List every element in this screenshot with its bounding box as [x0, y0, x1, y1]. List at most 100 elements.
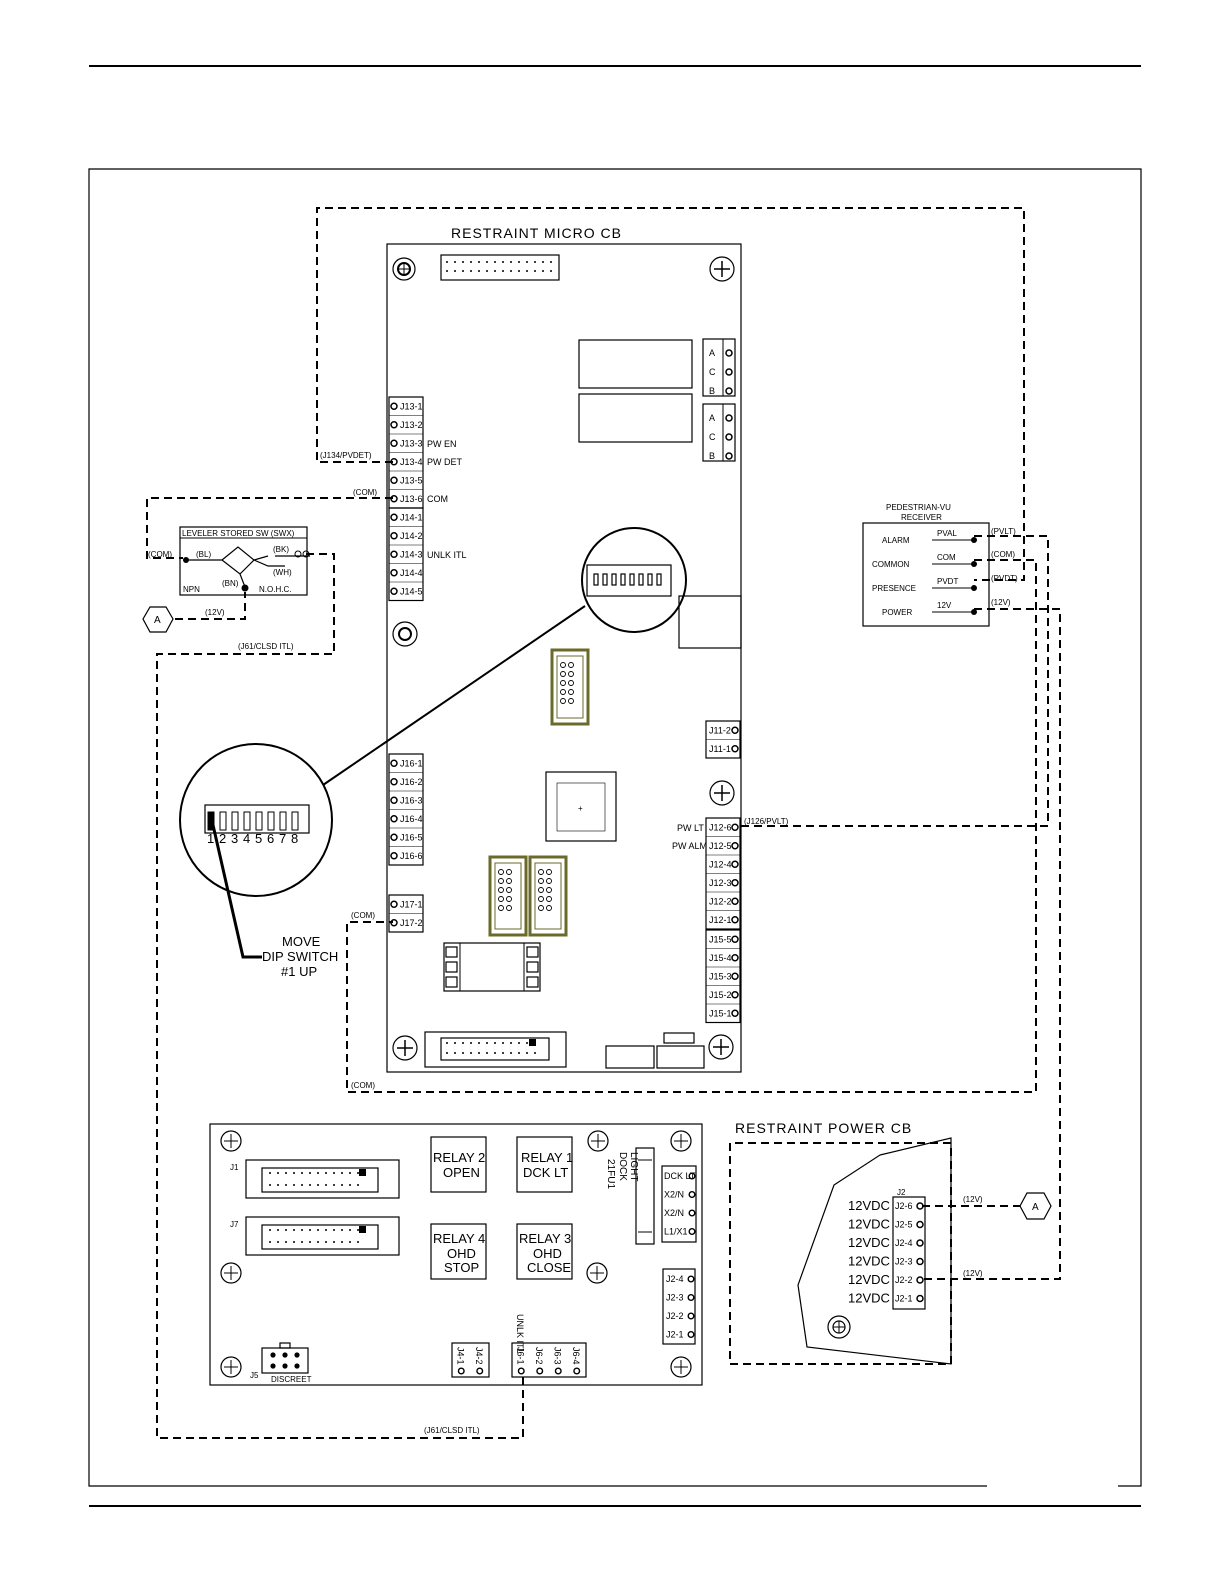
relay-board-outline — [209, 1123, 703, 1386]
dip-small-slot — [611, 573, 617, 586]
header-pin — [269, 1172, 271, 1174]
leveler-switch-bl: (BL) — [196, 550, 211, 559]
receiver-terminal-dot — [971, 537, 977, 543]
pin-label-j13-1: J13-1 — [400, 401, 423, 411]
mount-hole-icon — [670, 1356, 692, 1378]
receiver-terminal-12v: 12V — [937, 601, 952, 610]
power-pin-terminal — [916, 1220, 924, 1229]
relay3-line2: OHD — [533, 1246, 562, 1261]
dip-large-slot — [255, 811, 263, 831]
dock-terminal-pin — [688, 1227, 696, 1235]
receiver-title-1: PEDESTRIAN-VU — [886, 503, 951, 512]
pin-label-j13-4: J13-4 — [400, 457, 423, 467]
connector-a-left-label: A — [154, 615, 161, 626]
header-pin — [462, 261, 464, 263]
pin-label-pw-det: PW DET — [427, 457, 463, 467]
leveler-switch-contacts — [185, 546, 310, 588]
header-pin — [349, 1229, 351, 1231]
olive-header-pin — [546, 878, 552, 884]
olive-header-pin — [560, 698, 566, 704]
header-pin-1 — [359, 1226, 366, 1233]
power-pin-terminal — [916, 1257, 924, 1266]
header-pin — [317, 1229, 319, 1231]
olive-header-pin — [546, 905, 552, 911]
relay2-box — [430, 1136, 487, 1193]
j2-small-outline — [662, 1268, 696, 1345]
pin-label-j13-6: J13-6 — [400, 494, 423, 504]
mount-hole-icon — [827, 1315, 851, 1339]
header-pin — [550, 270, 552, 272]
pin-terminal — [390, 587, 398, 595]
olive-header-pin — [498, 869, 504, 875]
header-pin — [301, 1241, 303, 1243]
header-pin — [325, 1241, 327, 1243]
header-pin — [470, 270, 472, 272]
mount-hole-icon — [392, 621, 418, 647]
header-pin — [486, 1052, 488, 1054]
relay4-line1: RELAY 4 — [433, 1231, 485, 1246]
header-pin — [502, 270, 504, 272]
wire-12v-receiver — [922, 608, 1061, 1280]
dip-small-slot — [638, 573, 644, 586]
pin-terminal — [390, 421, 398, 429]
relay4-line3: STOP — [444, 1260, 479, 1275]
dock-terminal-pin — [688, 1209, 696, 1217]
relay-component — [578, 339, 693, 389]
relay2-line2: OPEN — [443, 1165, 480, 1180]
j2-small-pin — [687, 1312, 695, 1320]
leveler-switch-wh: (WH) — [273, 568, 292, 577]
dip-number-1: 1 — [207, 831, 214, 846]
olive-header-pin — [506, 878, 512, 884]
ribbon-j1 — [245, 1159, 400, 1199]
leveler-terminal — [183, 557, 189, 563]
pin-label-com: COM — [427, 494, 448, 504]
pin-label-j12-6: J12-6 — [709, 822, 732, 832]
header-pin — [341, 1241, 343, 1243]
receiver-terminal-pval: PVAL — [937, 529, 957, 538]
header-pin — [349, 1184, 351, 1186]
pin-terminal — [390, 900, 398, 908]
header-pin — [357, 1241, 359, 1243]
pin-label-j15-5: J15-5 — [709, 934, 732, 944]
header-pin — [277, 1229, 279, 1231]
horizontal-pin — [536, 1367, 544, 1375]
header-pin — [349, 1172, 351, 1174]
header-pin — [470, 1052, 472, 1054]
ribbon-j7 — [245, 1216, 400, 1256]
header-pin — [478, 1052, 480, 1054]
power-volt-1: 12VDC — [848, 1217, 890, 1232]
header-pin — [550, 261, 552, 263]
relay4-line2: OHD — [447, 1246, 476, 1261]
dip-large-slot — [243, 811, 251, 831]
pin-label-j15-2: J15-2 — [709, 990, 732, 1000]
header-pin — [526, 1042, 528, 1044]
pin-label-pw-en: PW EN — [427, 439, 457, 449]
mount-hole-icon — [586, 1262, 608, 1284]
pin-terminal — [390, 759, 398, 767]
pin-label-j6-2: J6-2 — [534, 1347, 544, 1365]
power-volt-4: 12VDC — [848, 1272, 890, 1287]
pin-label-j15-3: J15-3 — [709, 971, 732, 981]
leveler-switch-npn: NPN — [183, 585, 200, 594]
processor-chip — [545, 771, 617, 842]
power-pin-terminal — [916, 1294, 924, 1303]
dock-terminal-pin — [688, 1190, 696, 1198]
dip-note-line2: DIP SWITCH — [262, 949, 338, 964]
dip-zoom-large-circle — [179, 743, 333, 897]
ribbon-header-top — [440, 254, 560, 281]
pin-label-pw-lt: PW LT — [677, 823, 704, 833]
header-pin — [534, 1052, 536, 1054]
pin-label-j6-4: J6-4 — [571, 1347, 581, 1365]
header-pin — [446, 1052, 448, 1054]
horizontal-pin — [476, 1367, 484, 1375]
pin-label-j6-3: J6-3 — [552, 1347, 562, 1365]
pin-terminal — [731, 842, 739, 850]
header-pin — [462, 270, 464, 272]
header-pin — [309, 1241, 311, 1243]
relay-terminal-block-2 — [702, 403, 736, 462]
power-pin-3: J2-3 — [895, 1257, 913, 1267]
diagram-frame — [88, 168, 1142, 1487]
header-pin — [494, 1042, 496, 1044]
dip-small-slot — [620, 573, 626, 586]
